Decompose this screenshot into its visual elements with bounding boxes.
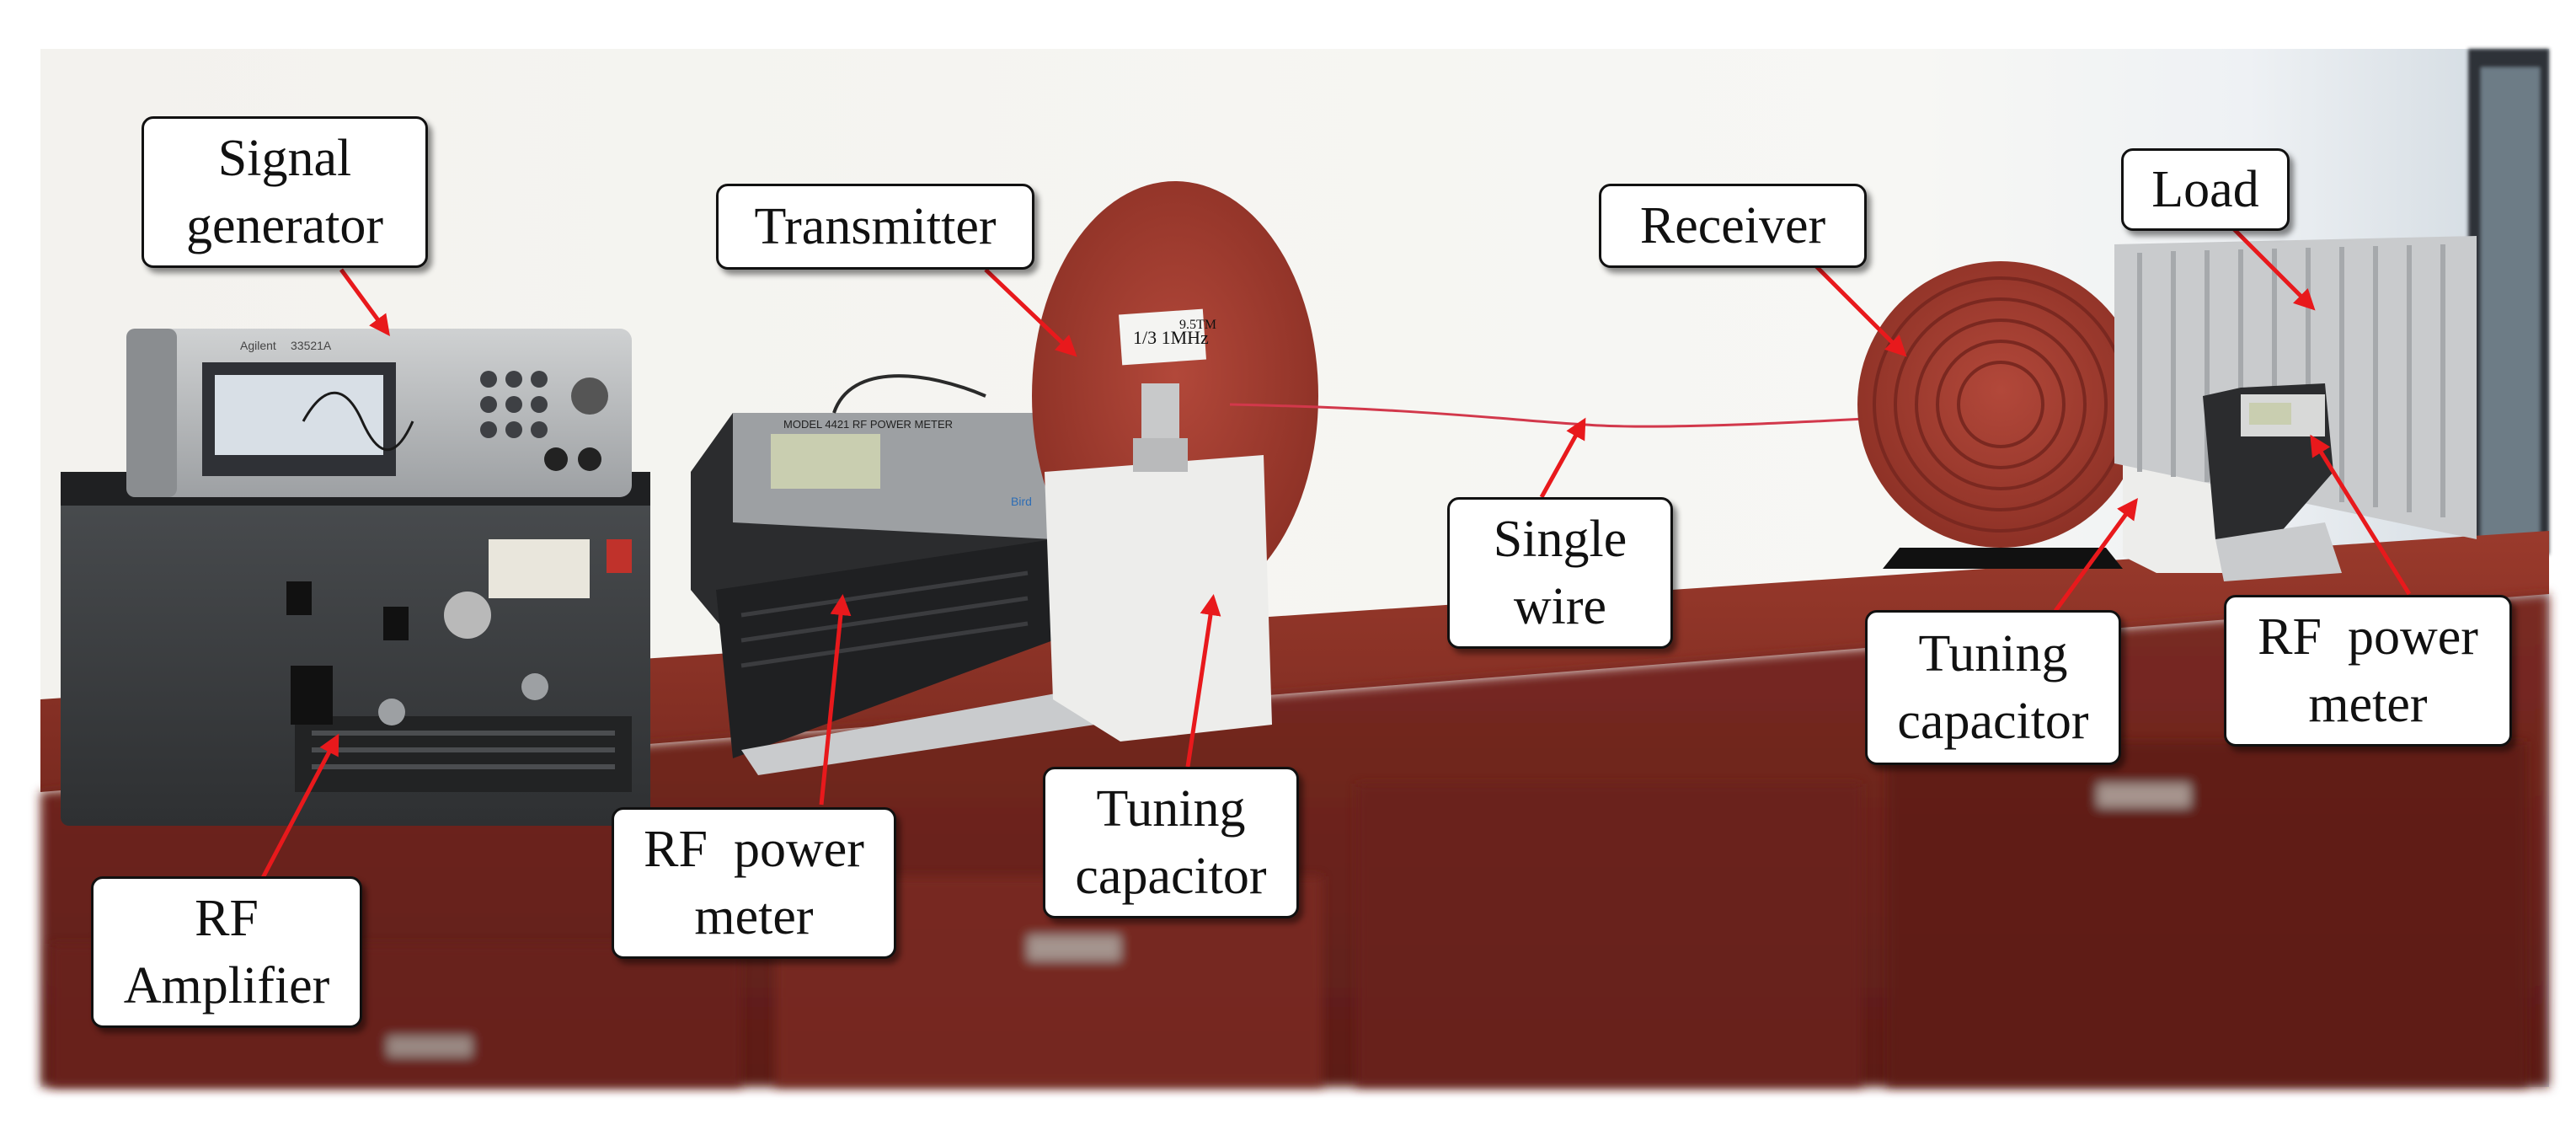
arrow-tuning-capacitor-right: [2053, 497, 2138, 613]
label-rf-power-meter-left-line-2: meter: [694, 888, 814, 945]
meter-brand-text: Bird: [1011, 495, 1032, 508]
meter-cable: [832, 374, 986, 414]
window-frame: [2468, 49, 2549, 554]
arrow-rf-power-meter-right: [2310, 434, 2412, 596]
label-rf-power-meter-right-line-2: meter: [2308, 676, 2428, 733]
label-rf-amplifier: RF Amplifier: [91, 876, 362, 1028]
label-load-line-1: Load: [2151, 161, 2259, 218]
label-receiver-line-1: Receiver: [1639, 197, 1826, 254]
label-load: Load: [2121, 148, 2290, 231]
label-signal-generator-line-1: Signal: [217, 130, 352, 187]
generator-model-text: 33521A: [291, 339, 332, 352]
rf-power-meter-right-device: [2203, 383, 2342, 581]
label-tuning-capacitor-left-line-2: capacitor: [1075, 848, 1267, 905]
coil-note-text: 1/3 1MHz: [1133, 327, 1209, 348]
label-rf-power-meter-right: RF power meter: [2224, 595, 2512, 747]
label-rf-power-meter-left: RF power meter: [612, 807, 896, 959]
tuning-capacitor-left-device: [1045, 383, 1272, 741]
label-tuning-capacitor-right-line-1: Tuning: [1918, 625, 2068, 683]
coil-note-2-text: 9.5TM: [1179, 318, 1216, 332]
arrow-transmitter: [984, 268, 1077, 357]
label-single-wire-line-2: wire: [1513, 578, 1607, 635]
label-single-wire-line-1: Single: [1493, 511, 1627, 568]
arrow-signal-generator: [339, 268, 390, 337]
rf-amplifier-device: [61, 472, 650, 826]
label-rf-amplifier-line-1: RF: [195, 890, 259, 947]
label-tuning-capacitor-right: Tuning capacitor: [1865, 610, 2121, 765]
label-signal-generator: Signal generator: [142, 116, 428, 268]
label-rf-amplifier-line-2: Amplifier: [123, 957, 330, 1015]
rf-power-meter-left-device: MODEL 4421 RF POWER METER Bird: [691, 413, 1095, 775]
arrow-rf-power-meter-left: [819, 594, 852, 806]
arrow-receiver: [1814, 264, 1907, 357]
label-transmitter: Transmitter: [716, 184, 1034, 270]
label-tuning-capacitor-left-line-1: Tuning: [1096, 780, 1246, 838]
desk-top: [40, 531, 2549, 792]
generator-brand-text: Agilent: [240, 339, 276, 352]
label-signal-generator-line-2: generator: [185, 197, 384, 254]
label-rf-power-meter-right-line-1: RF power: [2258, 608, 2478, 666]
arrow-load: [2231, 226, 2316, 311]
annotation-arrows: [254, 226, 2412, 891]
label-single-wire: Single wire: [1447, 497, 1673, 649]
receiver-coil: [1857, 261, 2144, 569]
arrow-single-wire: [1539, 417, 1586, 499]
meter-model-text: MODEL 4421 RF POWER METER: [783, 418, 953, 431]
label-tuning-capacitor-right-line-2: capacitor: [1897, 693, 2089, 750]
signal-generator-device: Agilent 33521A: [126, 329, 632, 497]
label-rf-power-meter-left-line-1: RF power: [644, 821, 864, 878]
label-tuning-capacitor-left: Tuning capacitor: [1043, 767, 1299, 918]
arrow-rf-amplifier: [254, 733, 339, 891]
label-transmitter-line-1: Transmitter: [754, 198, 997, 255]
label-receiver: Receiver: [1599, 184, 1867, 268]
arrow-tuning-capacitor-left: [1185, 594, 1221, 768]
